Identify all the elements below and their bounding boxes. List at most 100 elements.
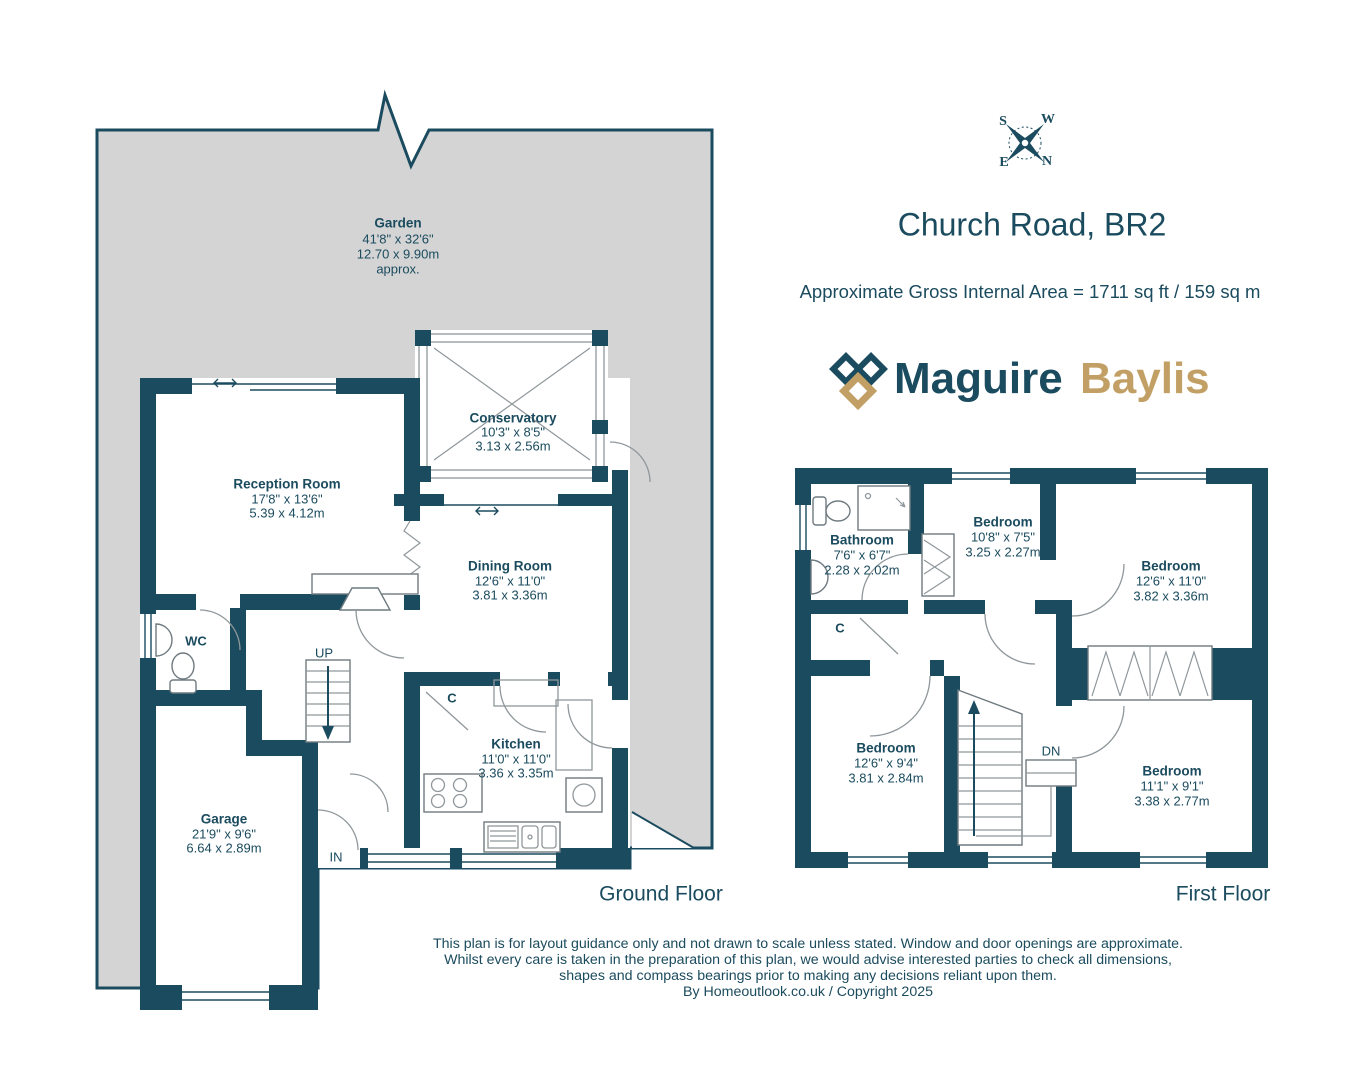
fireplace: [311, 573, 419, 611]
svg-text:10'8" x 7'5": 10'8" x 7'5": [971, 529, 1035, 544]
toilet-icon: [171, 652, 195, 680]
up-label: UP: [315, 645, 333, 660]
brand-name-secondary: Baylis: [1080, 354, 1210, 403]
svg-text:41'8" x 32'6": 41'8" x 32'6": [362, 231, 434, 246]
wc-label: WC: [185, 633, 207, 648]
svg-text:approx.: approx.: [376, 261, 419, 276]
compass-icon: S W E N: [999, 112, 1055, 170]
shower-icon: [857, 485, 911, 531]
bedroom-right-label: Bedroom 12'6" x 11'0" 3.82 x 3.36m: [1133, 559, 1208, 604]
cooktop-icon: [423, 773, 483, 813]
wc-fixtures: [155, 623, 197, 694]
svg-text:3.13 x 2.56m: 3.13 x 2.56m: [475, 438, 550, 453]
entrance-label: IN: [330, 849, 343, 864]
sink-unit-icon: [483, 821, 561, 853]
stairs-arrow-up: [968, 700, 980, 714]
ground-floor-title: Ground Floor: [599, 883, 723, 906]
first-floor-plan: Bathroom 7'6" x 6'7" 2.28 x 2.02m Bedroo…: [795, 468, 1270, 906]
reception-room-label: Reception Room 17'8" x 13'6" 5.39 x 4.12…: [233, 477, 340, 521]
down-label: DN: [1042, 743, 1061, 758]
disclaimer-line-2: Whilst every care is taken in the prepar…: [444, 952, 1172, 968]
svg-text:Bathroom: Bathroom: [830, 533, 894, 548]
svg-text:Dining Room: Dining Room: [468, 559, 552, 574]
svg-text:10'3" x 8'5": 10'3" x 8'5": [481, 424, 545, 439]
svg-text:12'6" x 11'0": 12'6" x 11'0": [1136, 573, 1207, 588]
garden-label: Garden 41'8" x 32'6" 12.70 x 9.90m appro…: [357, 216, 439, 277]
svg-text:5.39 x 4.12m: 5.39 x 4.12m: [249, 505, 324, 520]
page-title: Church Road, BR2: [898, 206, 1167, 242]
cupboard-label-first: C: [835, 620, 845, 635]
bedroom-top-label: Bedroom 10'8" x 7'5" 3.25 x 2.27m: [965, 515, 1040, 560]
ff-bottom-window-2: [988, 852, 1052, 868]
disclaimer: This plan is for layout guidance only an…: [433, 936, 1183, 1000]
wc-window: [140, 614, 156, 658]
kitchen-label: Kitchen 11'0" x 11'0" 3.36 x 3.35m: [478, 737, 553, 781]
wardrobe-bedroom-top: [921, 533, 955, 597]
ff-bottom-window-1: [848, 852, 908, 868]
svg-text:3.82 x 3.36m: 3.82 x 3.36m: [1133, 588, 1208, 603]
svg-text:21'9" x 9'6": 21'9" x 9'6": [192, 826, 256, 841]
conservatory-structure: [415, 330, 608, 482]
appliance-icon: [565, 777, 603, 813]
svg-text:3.81 x 2.84m: 3.81 x 2.84m: [848, 770, 923, 785]
sink-icon: [810, 559, 829, 595]
gross-internal-area: Approximate Gross Internal Area = 1711 s…: [800, 281, 1261, 302]
stairs-down: [957, 688, 1077, 846]
svg-text:11'1" x 9'1": 11'1" x 9'1": [1140, 778, 1203, 793]
svg-text:12'6" x 9'4": 12'6" x 9'4": [854, 755, 918, 770]
svg-text:Reception Room: Reception Room: [233, 477, 340, 492]
disclaimer-line-1: This plan is for layout guidance only an…: [433, 936, 1183, 952]
disclaimer-line-4: By Homeoutlook.co.uk / Copyright 2025: [683, 984, 933, 1000]
svg-text:Kitchen: Kitchen: [491, 737, 541, 752]
bathroom-fixtures: [810, 485, 911, 595]
svg-text:Bedroom: Bedroom: [856, 741, 915, 756]
ground-floor-plan: Garden 41'8" x 32'6" 12.70 x 9.90m appro…: [140, 216, 723, 1010]
ff-top-window-2: [1136, 468, 1206, 484]
ff-bottom-window-3: [1140, 852, 1206, 868]
svg-text:Garage: Garage: [201, 812, 248, 827]
garden-gate-line: [631, 811, 695, 849]
cupboard-label-ground: C: [447, 690, 457, 705]
toilet-icon: [812, 496, 851, 526]
bathroom-label: Bathroom 7'6" x 6'7" 2.28 x 2.02m: [824, 533, 899, 578]
bedroom-bottom-left-label: Bedroom 12'6" x 9'4" 3.81 x 2.84m: [848, 741, 923, 786]
svg-text:12.70 x 9.90m: 12.70 x 9.90m: [357, 246, 439, 261]
front-window-1: [368, 848, 450, 868]
brand-logo-icon: [829, 352, 888, 411]
svg-text:2.28 x 2.02m: 2.28 x 2.02m: [824, 562, 899, 577]
svg-text:3.25 x 2.27m: 3.25 x 2.27m: [965, 544, 1040, 559]
compass-w: W: [1041, 112, 1055, 127]
first-floor-title: First Floor: [1176, 883, 1271, 906]
svg-text:Bedroom: Bedroom: [1141, 559, 1200, 574]
compass-e: E: [999, 155, 1008, 170]
svg-text:Bedroom: Bedroom: [973, 515, 1032, 530]
brand-logo: Maguire Baylis: [829, 352, 1210, 411]
sliding-door-icon: [444, 504, 560, 516]
reception-window: [192, 378, 336, 394]
garage-door: [182, 985, 269, 1010]
kitchen-fixtures: [423, 679, 603, 853]
garage-label: Garage 21'9" x 9'6" 6.64 x 2.89m: [186, 812, 261, 856]
sink-icon: [155, 623, 173, 657]
ff-top-window-1: [952, 468, 1010, 484]
compass-n: N: [1042, 154, 1052, 169]
svg-text:7'6" x 6'7": 7'6" x 6'7": [834, 547, 891, 562]
svg-text:3.38 x 2.77m: 3.38 x 2.77m: [1134, 793, 1209, 808]
ground-floor-door-arcs: [199, 441, 651, 851]
svg-text:Garden: Garden: [374, 216, 421, 231]
svg-text:3.36 x 3.35m: 3.36 x 3.35m: [478, 765, 553, 780]
ground-floor-windows: [140, 378, 556, 1010]
sliding-door-icon: [213, 378, 237, 388]
bedroom-bottom-right-label: Bedroom 11'1" x 9'1" 3.38 x 2.77m: [1134, 764, 1209, 809]
brand-name-primary: Maguire: [894, 354, 1063, 403]
dining-room-label: Dining Room 12'6" x 11'0" 3.81 x 3.36m: [468, 559, 552, 603]
svg-text:6.64 x 2.89m: 6.64 x 2.89m: [186, 840, 261, 855]
disclaimer-line-3: shapes and compass bearings prior to mak…: [559, 968, 1057, 984]
stairs-arrow-down: [322, 726, 334, 740]
svg-text:3.81 x 3.36m: 3.81 x 3.36m: [472, 587, 547, 602]
ground-floor-walls: [140, 378, 630, 1010]
ff-left-window: [795, 505, 811, 550]
conservatory-label: Conservatory 10'3" x 8'5" 3.13 x 2.56m: [469, 411, 557, 454]
